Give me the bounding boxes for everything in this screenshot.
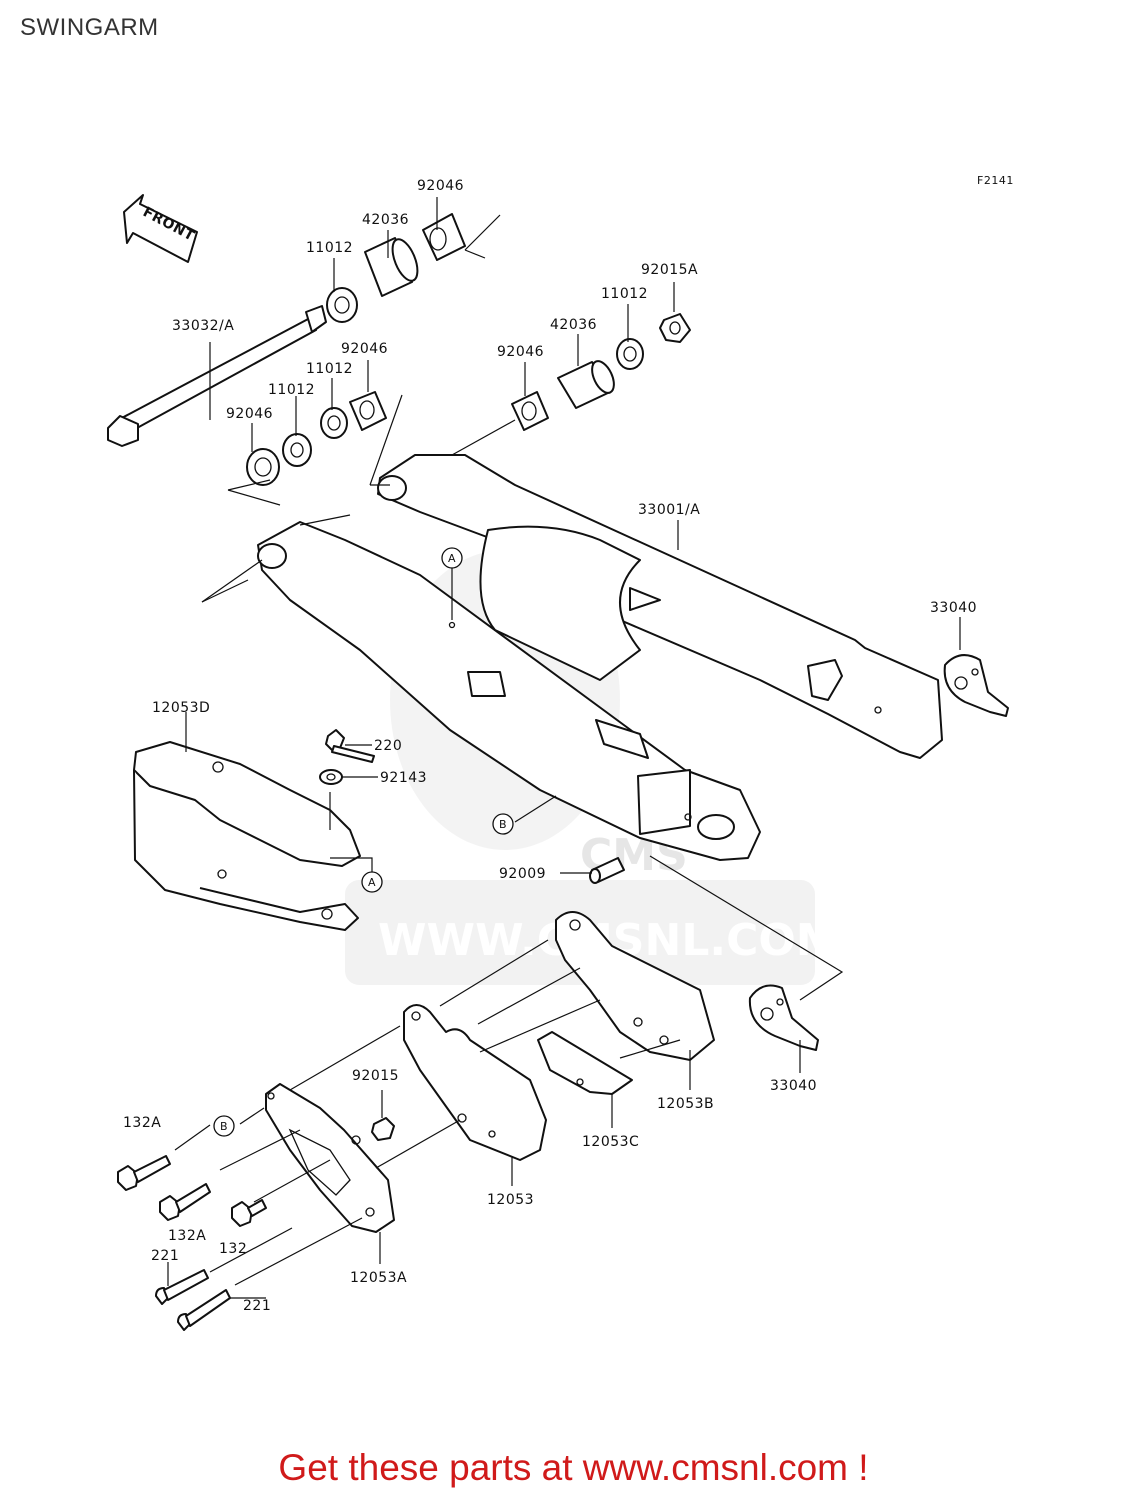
reference-b-swingarm: B — [492, 813, 514, 835]
leader-lines — [167, 197, 961, 1299]
bolt-132a-lower — [159, 1183, 211, 1221]
page-title: SWINGARM — [20, 14, 159, 41]
chain-guide-plate-12053a — [265, 1083, 395, 1233]
part-label-92046-top: 92046 — [417, 178, 464, 194]
part-label-92015: 92015 — [352, 1068, 399, 1084]
front-arrow-icon: FRONT — [123, 194, 198, 263]
part-label-132: 132 — [219, 1241, 247, 1257]
chain-guide-12053b — [555, 911, 715, 1061]
reference-a-swingarm-label: A — [448, 552, 456, 565]
part-label-33040-bottom: 33040 — [770, 1078, 817, 1094]
part-label-12053a: 12053A — [350, 1270, 407, 1286]
part-label-92143: 92143 — [380, 770, 427, 786]
chain-adjuster-top — [943, 654, 1009, 717]
part-label-132a-lower: 132A — [168, 1228, 206, 1244]
reference-a-swingarm: A — [441, 547, 463, 569]
part-label-92046-mid: 92046 — [341, 341, 388, 357]
screw-221-upper — [155, 1269, 209, 1305]
pivot-shaft — [107, 305, 327, 447]
part-label-11012-top: 11012 — [306, 240, 353, 256]
chain-adjuster-bottom — [748, 984, 819, 1051]
chain-guide-12053d — [133, 741, 361, 931]
part-label-92046-low: 92046 — [226, 406, 273, 422]
chain-guide-12053 — [403, 1004, 547, 1161]
pin-92009 — [589, 857, 625, 884]
part-label-11012-mid: 11012 — [306, 361, 353, 377]
reference-a-guide: A — [361, 871, 383, 893]
part-label-33001a: 33001/A — [638, 502, 700, 518]
part-label-220: 220 — [374, 738, 402, 754]
part-label-12053c: 12053C — [582, 1134, 639, 1150]
part-label-11012-low: 11012 — [268, 382, 315, 398]
screw-221-lower — [177, 1289, 231, 1331]
reference-b-swingarm-label: B — [499, 818, 507, 831]
part-label-11012-right: 11012 — [601, 286, 648, 302]
part-label-12053d: 12053D — [152, 700, 210, 716]
footer-link-text[interactable]: Get these parts at www.cmsnl.com ! — [278, 1447, 869, 1488]
bolt-132 — [231, 1199, 267, 1227]
pivot-bearing-parts — [246, 213, 691, 486]
bolt-220 — [325, 729, 375, 763]
part-label-132a-upper: 132A — [123, 1115, 161, 1131]
reference-b-bolt: B — [213, 1115, 235, 1137]
part-label-92009: 92009 — [499, 866, 546, 882]
part-label-92046-right: 92046 — [497, 344, 544, 360]
part-label-42036-top: 42036 — [362, 212, 409, 228]
part-label-33040-top: 33040 — [930, 600, 977, 616]
part-label-221-lower: 221 — [243, 1298, 271, 1314]
collar-92143 — [319, 769, 343, 785]
part-label-33032a: 33032/A — [172, 318, 234, 334]
swingarm — [257, 454, 943, 861]
reference-b-bolt-label: B — [220, 1120, 228, 1133]
figure-code: F2141 — [977, 174, 1014, 187]
nut-92015 — [371, 1117, 395, 1141]
part-label-221-upper: 221 — [151, 1248, 179, 1264]
part-labels: 92046 42036 11012 33032/A 92046 11012 11… — [123, 178, 977, 1314]
part-label-12053: 12053 — [487, 1192, 534, 1208]
part-label-92015a: 92015A — [641, 262, 698, 278]
reference-a-guide-label: A — [368, 876, 376, 889]
part-label-12053b: 12053B — [657, 1096, 714, 1112]
part-label-42036-right: 42036 — [550, 317, 597, 333]
chain-guide-slider-12053c — [537, 1031, 633, 1095]
bolt-132a-upper — [117, 1155, 171, 1191]
